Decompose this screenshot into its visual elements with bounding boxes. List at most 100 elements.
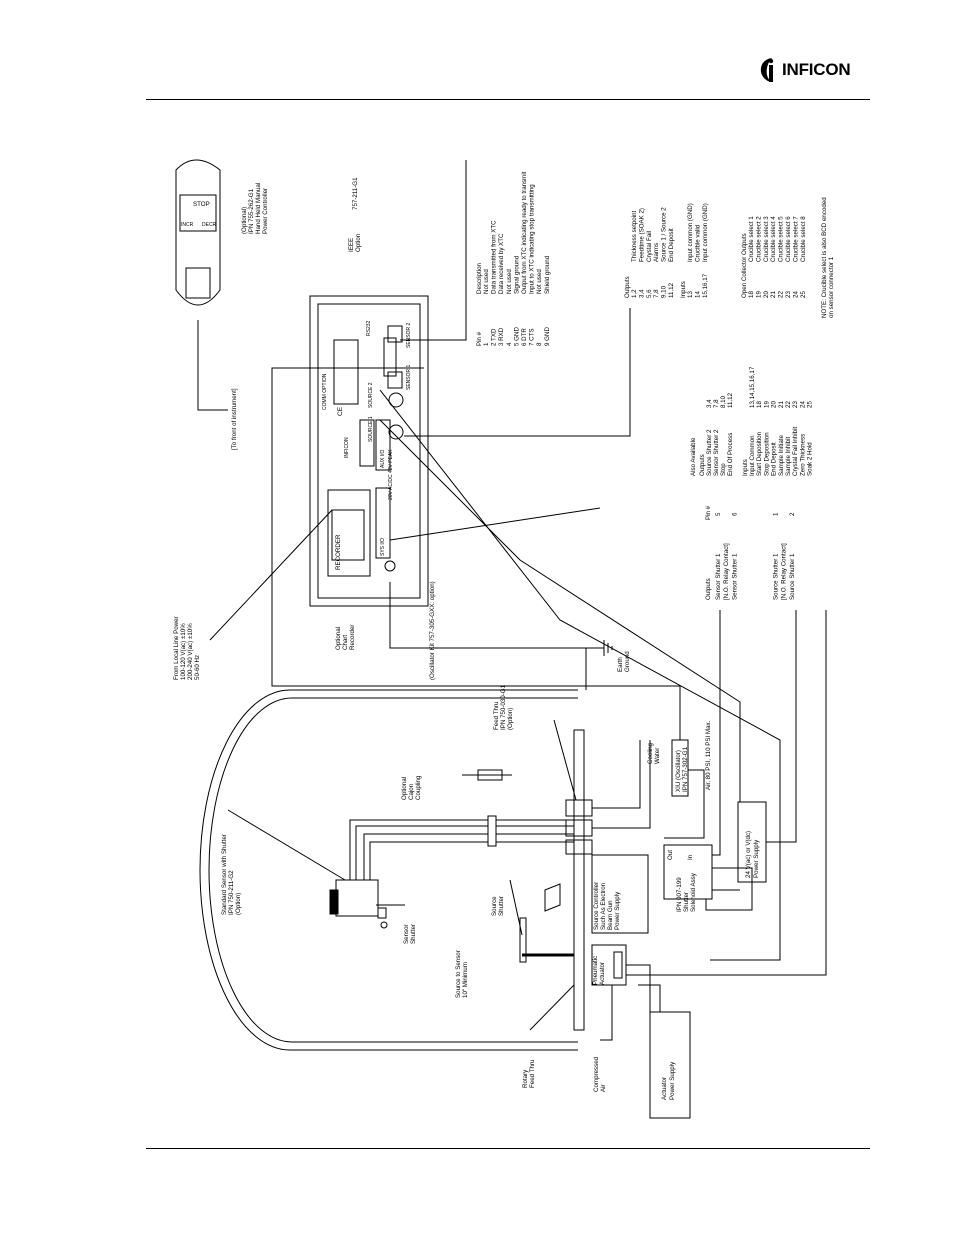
aux-oc-pin-7: 25	[800, 291, 807, 298]
source1-label: SOURCE 1	[368, 416, 374, 442]
earth-ground-label: EarthGround	[617, 651, 631, 672]
sensor-shutter-block	[377, 907, 387, 919]
sys-pin-header: Pin #	[705, 505, 712, 520]
decr-key: DECR	[202, 222, 217, 228]
actuator-ps-label: ActuatorPower Supply	[661, 1061, 676, 1100]
hand-held-controller-body	[175, 159, 221, 306]
sensor1-label: SENSOR 1	[406, 364, 412, 390]
aa-in-pin-8: 25	[807, 401, 814, 408]
rs232-desc-2: Data transmitted from XTC	[491, 220, 498, 294]
cable-coupling-marker	[487, 815, 497, 847]
source2-label: SOURCE 2	[368, 382, 374, 408]
rear-panel-outline	[309, 295, 429, 607]
vac-ps-label: 24 V(ac) or V(dc)Power Supply	[745, 831, 760, 878]
pneumatic-actuator-pins	[613, 951, 623, 979]
aux-note: NOTE: Crucible select is also BCD encode…	[821, 197, 835, 318]
aux-io-label: AUX I/O	[380, 450, 386, 468]
aa-out-pin-2: 8,10	[720, 395, 727, 408]
rotary-feed-label: RotaryFeed Thru	[522, 1059, 536, 1088]
aux-oc-pin-4: 22	[778, 291, 785, 298]
rs232-connector	[383, 337, 397, 377]
rs232-pin-8: 8	[536, 342, 543, 346]
hand-held-controller-panel	[179, 194, 217, 232]
sensor-shutter-label: SensorShutter	[403, 924, 417, 944]
hand-held-controller-switch	[185, 267, 211, 299]
aa-in-2: Stop Deposition	[763, 432, 770, 476]
pneumatic-actuator-label: PneumaticActuator	[592, 956, 606, 985]
ce-mark: CE	[337, 406, 344, 416]
aa-in-4: Sample Initiate	[778, 435, 785, 476]
aa-out-pin-3: 11,12	[727, 392, 734, 408]
ieee-label: IEEEOption	[348, 233, 362, 252]
rs232-pin-3: 3 RXD	[498, 327, 505, 346]
sys-left-pin-0: 5	[715, 512, 722, 516]
feedthru-nut-3	[565, 839, 593, 855]
aa-out-3: End Of Process	[727, 433, 734, 476]
rs232-desc-1: Not used	[483, 269, 490, 294]
sys-left-0: Sensor Shutter 1	[715, 553, 722, 600]
xiu-label: XIU (Oscillator)IPN 757-302-G1	[675, 746, 689, 792]
comm-option-slot	[333, 339, 359, 405]
compressed-air-label: CompressedAir	[593, 1056, 607, 1092]
sensor-cable-b	[355, 825, 574, 880]
aux-in-pin-2: 15,16,17	[702, 273, 709, 298]
inficon-panel-label: INFICON	[344, 437, 350, 458]
feed-thru-label: Feed ThruIPN 750-030-G1(Option)	[493, 684, 514, 730]
aux-oc-pin-5: 23	[785, 291, 792, 298]
ac-spec-label: 20V AC/DC 42V PEAK	[388, 449, 394, 500]
aa-in-1: Start Deposition	[756, 431, 763, 476]
sensor2-label: SENSOR 2	[406, 322, 412, 348]
aa-out-pin-0: 3,4	[706, 399, 713, 408]
aa-in-pin-2: 19	[763, 401, 770, 408]
oscillator-kit-label: (Oscillator Kit 757-305-GXX: option)	[429, 581, 436, 680]
solenoid-in-label: In	[687, 854, 694, 860]
aux-inputs-header: Inputs	[680, 281, 687, 298]
aux-out-pin-4: 9,10	[661, 285, 668, 298]
comm-option-label: COMM OPTION	[322, 373, 328, 410]
sensor-cable-a	[349, 819, 574, 880]
sys-outputs-header: Outputs	[705, 578, 712, 600]
inficon-logo-text: INFICON	[782, 60, 851, 79]
source-shutter-label: SourceShutter	[491, 896, 505, 916]
aux-oc-pin-0: 18	[748, 291, 755, 298]
aux-oc-desc-4: Crucible select 5	[778, 216, 785, 262]
sys-io-connector	[375, 487, 391, 559]
rs232-pin-5: 5 GND	[513, 327, 520, 346]
aux-out-desc-5: End Deposit	[668, 228, 675, 262]
solenoid-label: IPN 007-199ShutterSolenoid Assy	[676, 872, 697, 912]
also-available-header: Also Available	[690, 437, 697, 476]
footer-rule	[146, 1148, 870, 1149]
to-front-label: [To front of instrument]	[231, 388, 238, 450]
aa-out-0: Source Shutter 2	[706, 429, 713, 476]
aa-in-pin-3: 20	[771, 401, 778, 408]
sys-left-7: Source Shutter 1	[772, 553, 779, 600]
aux-in-desc-0: Input common (GND)	[687, 203, 694, 262]
aux-oc-pin-3: 21	[770, 291, 777, 298]
aux-out-pin-5: 11,12	[668, 282, 675, 298]
sensor-head-body	[335, 879, 379, 917]
rs232-pin-2: 2 TXD	[491, 328, 498, 346]
rs232-label: RS232	[366, 320, 372, 336]
rear-panel-inner	[317, 303, 421, 599]
aa-in-6: Crystal Fail Inhibit	[792, 427, 799, 476]
sys-left-8: [N.O. Relay Contact]	[781, 543, 788, 600]
chart-recorder-option-label: OptionalChartRecorder	[335, 625, 356, 650]
sys-left-1: [N.O. Relay Contact]	[723, 543, 730, 600]
aa-in-pin-5: 22	[785, 401, 792, 408]
rs232-desc-8: Not used	[536, 269, 543, 294]
sys-left-pin-9: 2	[789, 512, 796, 516]
source-2-connector	[388, 392, 404, 408]
aa-outputs-header: Outputs	[699, 454, 706, 476]
standard-sensor-label: Standard Sensor with ShutterIPN 750-211-…	[221, 834, 242, 915]
aa-inputs-header: Inputs	[742, 459, 749, 476]
cooling-water-label: CoolingWater	[647, 742, 661, 764]
aa-in-7: Zero Thickness	[799, 434, 806, 476]
aux-out-desc-0: Thickness setpoint	[631, 210, 638, 262]
aux-oc-pin-1: 19	[755, 291, 762, 298]
sys-io-label: SYS I/O	[380, 538, 386, 556]
inficon-logo: INFICON	[758, 56, 851, 84]
aux-oc-pin-6: 24	[792, 291, 799, 298]
optional-coupling-label: OptionalCajonCoupling	[401, 775, 422, 800]
aa-out-1: Sensor Shutter 2	[713, 429, 720, 476]
rs232-desc-5: Signal ground	[513, 255, 520, 294]
